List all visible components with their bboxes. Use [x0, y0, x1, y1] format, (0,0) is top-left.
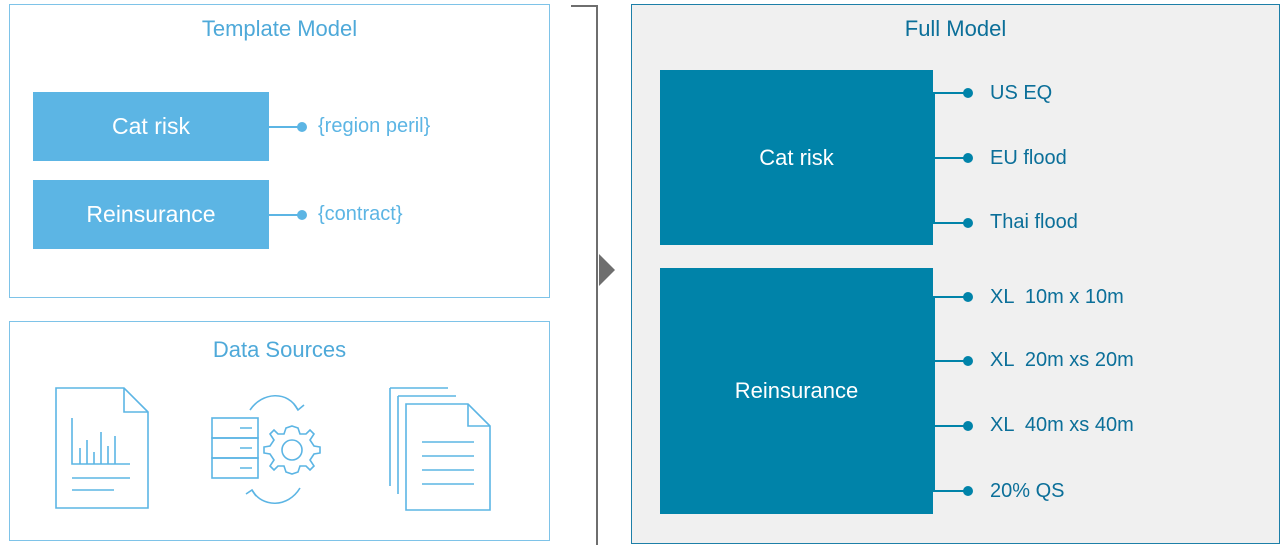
output-thai-flood: Thai flood — [990, 211, 1078, 233]
full-reinsurance-box: Reinsurance — [660, 268, 933, 514]
data-sources-panel — [9, 321, 550, 541]
xl-10m-connector — [933, 296, 967, 298]
xl-20m-connector — [933, 360, 967, 362]
database-sync-gear-icon — [210, 390, 334, 512]
data-sources-title: Data Sources — [212, 337, 347, 362]
template-reinsurance-box: Reinsurance — [33, 180, 269, 249]
output-us-eq: US EQ — [990, 82, 1053, 104]
xl-10m-dot — [963, 292, 973, 302]
flow-connector-line — [571, 5, 598, 545]
output-xl-10m: XL 10m x 10m — [990, 286, 1124, 308]
eu-flood-dot — [963, 153, 973, 163]
us-eq-connector — [933, 92, 967, 94]
qs-20-dot — [963, 486, 973, 496]
us-eq-dot — [963, 88, 973, 98]
thai-flood-dot — [963, 218, 973, 228]
template-model-title: Template Model — [201, 16, 358, 41]
full-cat-risk-box: Cat risk — [660, 70, 933, 245]
template-reinsurance-param: {contract} — [318, 203, 403, 225]
template-cat-risk-dot — [297, 122, 307, 132]
xl-20m-dot — [963, 356, 973, 366]
qs-20-connector — [933, 490, 967, 492]
output-qs-20: 20% QS — [990, 480, 1065, 502]
template-reinsurance-dot — [297, 210, 307, 220]
report-document-icon — [54, 386, 150, 510]
template-cat-risk-param: {region peril} — [318, 115, 431, 137]
full-model-title: Full Model — [904, 16, 1007, 41]
document-stack-icon — [388, 386, 492, 512]
template-reinsurance-connector — [269, 214, 301, 216]
template-cat-risk-connector — [269, 126, 301, 128]
thai-flood-connector — [933, 222, 967, 224]
output-xl-40m: XL 40m xs 40m — [990, 414, 1134, 436]
flow-arrow-icon — [599, 254, 615, 286]
eu-flood-connector — [933, 157, 967, 159]
xl-40m-connector — [933, 425, 967, 427]
reinsurance-bracket — [933, 296, 935, 490]
template-cat-risk-box: Cat risk — [33, 92, 269, 161]
output-eu-flood: EU flood — [990, 147, 1067, 169]
output-xl-20m: XL 20m xs 20m — [990, 349, 1134, 371]
xl-40m-dot — [963, 421, 973, 431]
